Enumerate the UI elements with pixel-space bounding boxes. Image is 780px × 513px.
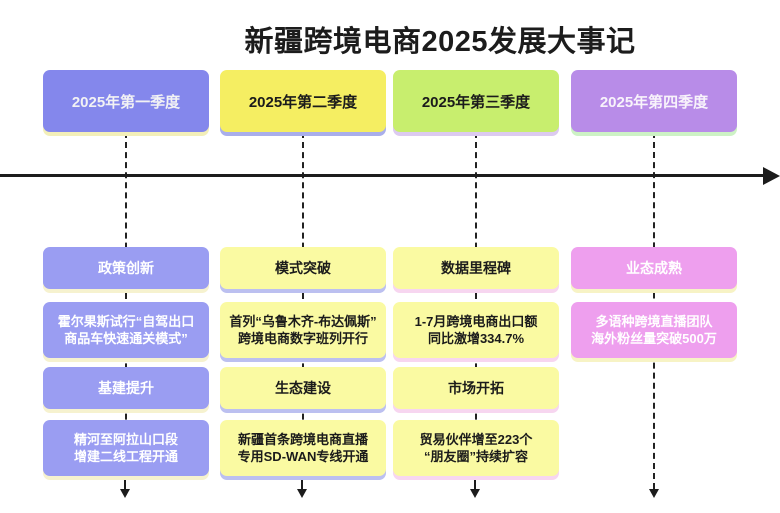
timeline-axis — [0, 174, 765, 177]
event-category-q4-maturity: 业态成熟 — [571, 247, 737, 289]
event-detail-q3-export-growth: 1-7月跨境电商出口额 同比激增334.7% — [393, 302, 559, 358]
down-arrowhead-icon-q3 — [470, 489, 480, 498]
quarter-header-q4: 2025年第四季度 — [571, 70, 737, 132]
event-detail-q4-livestream-fans: 多语种跨境直播团队 海外粉丝量突破500万 — [571, 302, 737, 358]
event-category-q2-ecosystem: 生态建设 — [220, 367, 386, 409]
event-detail-q2-sdwan-line: 新疆首条跨境电商直播 专用SD-WAN专线开通 — [220, 420, 386, 476]
event-category-q3-market: 市场开拓 — [393, 367, 559, 409]
event-detail-q3-trade-partners: 贸易伙伴增至223个 “朋友圈”持续扩容 — [393, 420, 559, 476]
down-arrowhead-icon-q4 — [649, 489, 659, 498]
event-category-q1-policy: 政策创新 — [43, 247, 209, 289]
quarter-header-q2: 2025年第二季度 — [220, 70, 386, 132]
down-arrowhead-icon-q1 — [120, 489, 130, 498]
event-category-q1-infrastructure: 基建提升 — [43, 367, 209, 409]
down-arrow-stem-q3 — [474, 479, 476, 491]
down-arrow-stem-q2 — [301, 479, 303, 491]
right-arrowhead-icon — [763, 167, 780, 185]
quarter-header-q1: 2025年第一季度 — [43, 70, 209, 132]
down-arrow-stem-q1 — [124, 479, 126, 491]
event-detail-q1-customs-mode: 霍尔果斯试行“自驾出口 商品车快速通关模式” — [43, 302, 209, 358]
event-detail-q2-digital-train: 首列“乌鲁木齐-布达佩斯” 跨境电商数字班列开行 — [220, 302, 386, 358]
event-detail-q1-railway-project: 精河至阿拉山口段 增建二线工程开通 — [43, 420, 209, 476]
event-category-q2-model: 模式突破 — [220, 247, 386, 289]
page-title: 新疆跨境电商2025发展大事记 — [244, 26, 636, 58]
quarter-header-q3: 2025年第三季度 — [393, 70, 559, 132]
down-arrowhead-icon-q2 — [297, 489, 307, 498]
event-category-q3-data-milestone: 数据里程碑 — [393, 247, 559, 289]
